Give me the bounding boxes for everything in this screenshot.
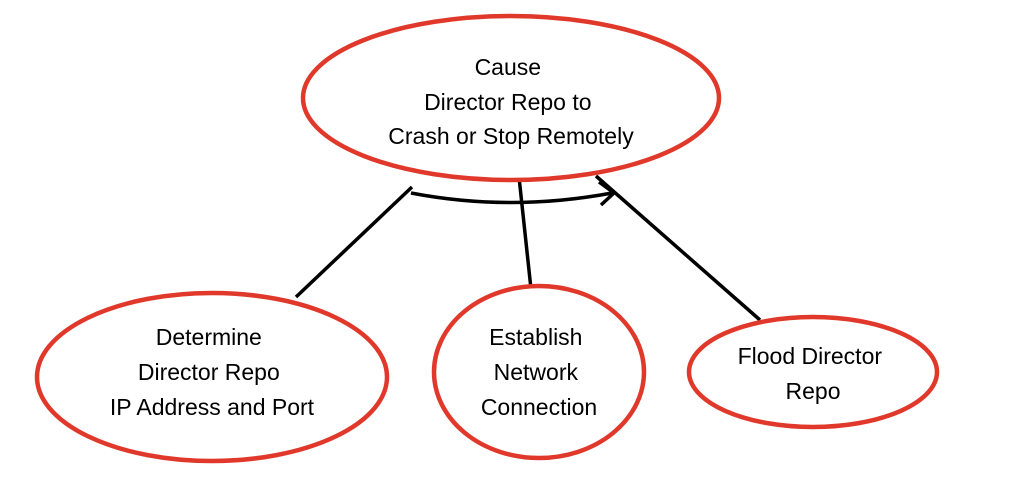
edge-root-to-flood bbox=[594, 174, 762, 322]
determine-label-line-1: Determine bbox=[156, 324, 262, 350]
child-node-establish-shape bbox=[431, 283, 647, 461]
svg-text:Cause Director Repo to: Cause Director Repo to Crash or Stop Rem… bbox=[388, 54, 634, 149]
sequence-arrowhead-icon bbox=[597, 180, 616, 207]
flood-label-line-2: Repo bbox=[786, 378, 841, 404]
root-label-line-3: Crash or Stop Remotely bbox=[388, 123, 634, 149]
child-node-determine-shape bbox=[34, 290, 390, 464]
child-node-determine: Determine Director Repo IP Address and P… bbox=[34, 290, 390, 464]
sequence-arc bbox=[410, 191, 613, 205]
flood-label-line-1: Flood Director bbox=[738, 343, 883, 369]
edge-root-to-establish bbox=[517, 176, 533, 290]
root-label-line-2: Director Repo to bbox=[424, 89, 591, 115]
edge-root-to-determine bbox=[294, 185, 414, 299]
root-node-shape bbox=[300, 13, 722, 183]
determine-label-line-2: Director Repo bbox=[138, 359, 280, 385]
determine-label-line-3: IP Address and Port bbox=[110, 394, 315, 420]
child-node-flood-shape bbox=[686, 314, 940, 430]
svg-text:Establish Network: Establish Network Connection bbox=[481, 324, 597, 420]
child-node-establish: Establish Network Connection bbox=[431, 283, 647, 461]
root-node: Cause Director Repo to Crash or Stop Rem… bbox=[300, 13, 722, 183]
root-label-line-1: Cause bbox=[475, 54, 541, 80]
svg-text:Determine Director Repo: Determine Director Repo IP Address and P… bbox=[110, 324, 315, 420]
child-node-flood: Flood Director Repo bbox=[686, 314, 940, 430]
establish-label-line-2: Network bbox=[494, 359, 579, 385]
establish-label-line-1: Establish bbox=[489, 324, 582, 350]
svg-text:Flood Director Repo: Flood Director Repo bbox=[738, 343, 889, 404]
establish-label-line-3: Connection bbox=[481, 394, 597, 420]
